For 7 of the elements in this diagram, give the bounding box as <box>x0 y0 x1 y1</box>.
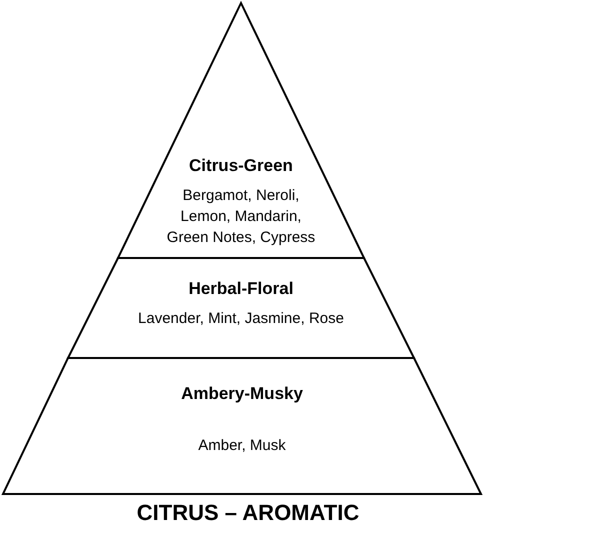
section-notes: Amber, Musk <box>197 436 287 456</box>
section-heading: Citrus-Green <box>188 156 294 176</box>
section-heading: Ambery-Musky <box>180 384 304 404</box>
diagram-title: CITRUS – AROMATIC <box>136 500 360 526</box>
section-notes: Lavender, Mint, Jasmine, Rose <box>137 309 345 329</box>
section-notes: Bergamot, Neroli, Lemon, Mandarin, Green Notes, Cypress <box>166 186 316 248</box>
section-heading: Herbal-Floral <box>188 279 294 299</box>
